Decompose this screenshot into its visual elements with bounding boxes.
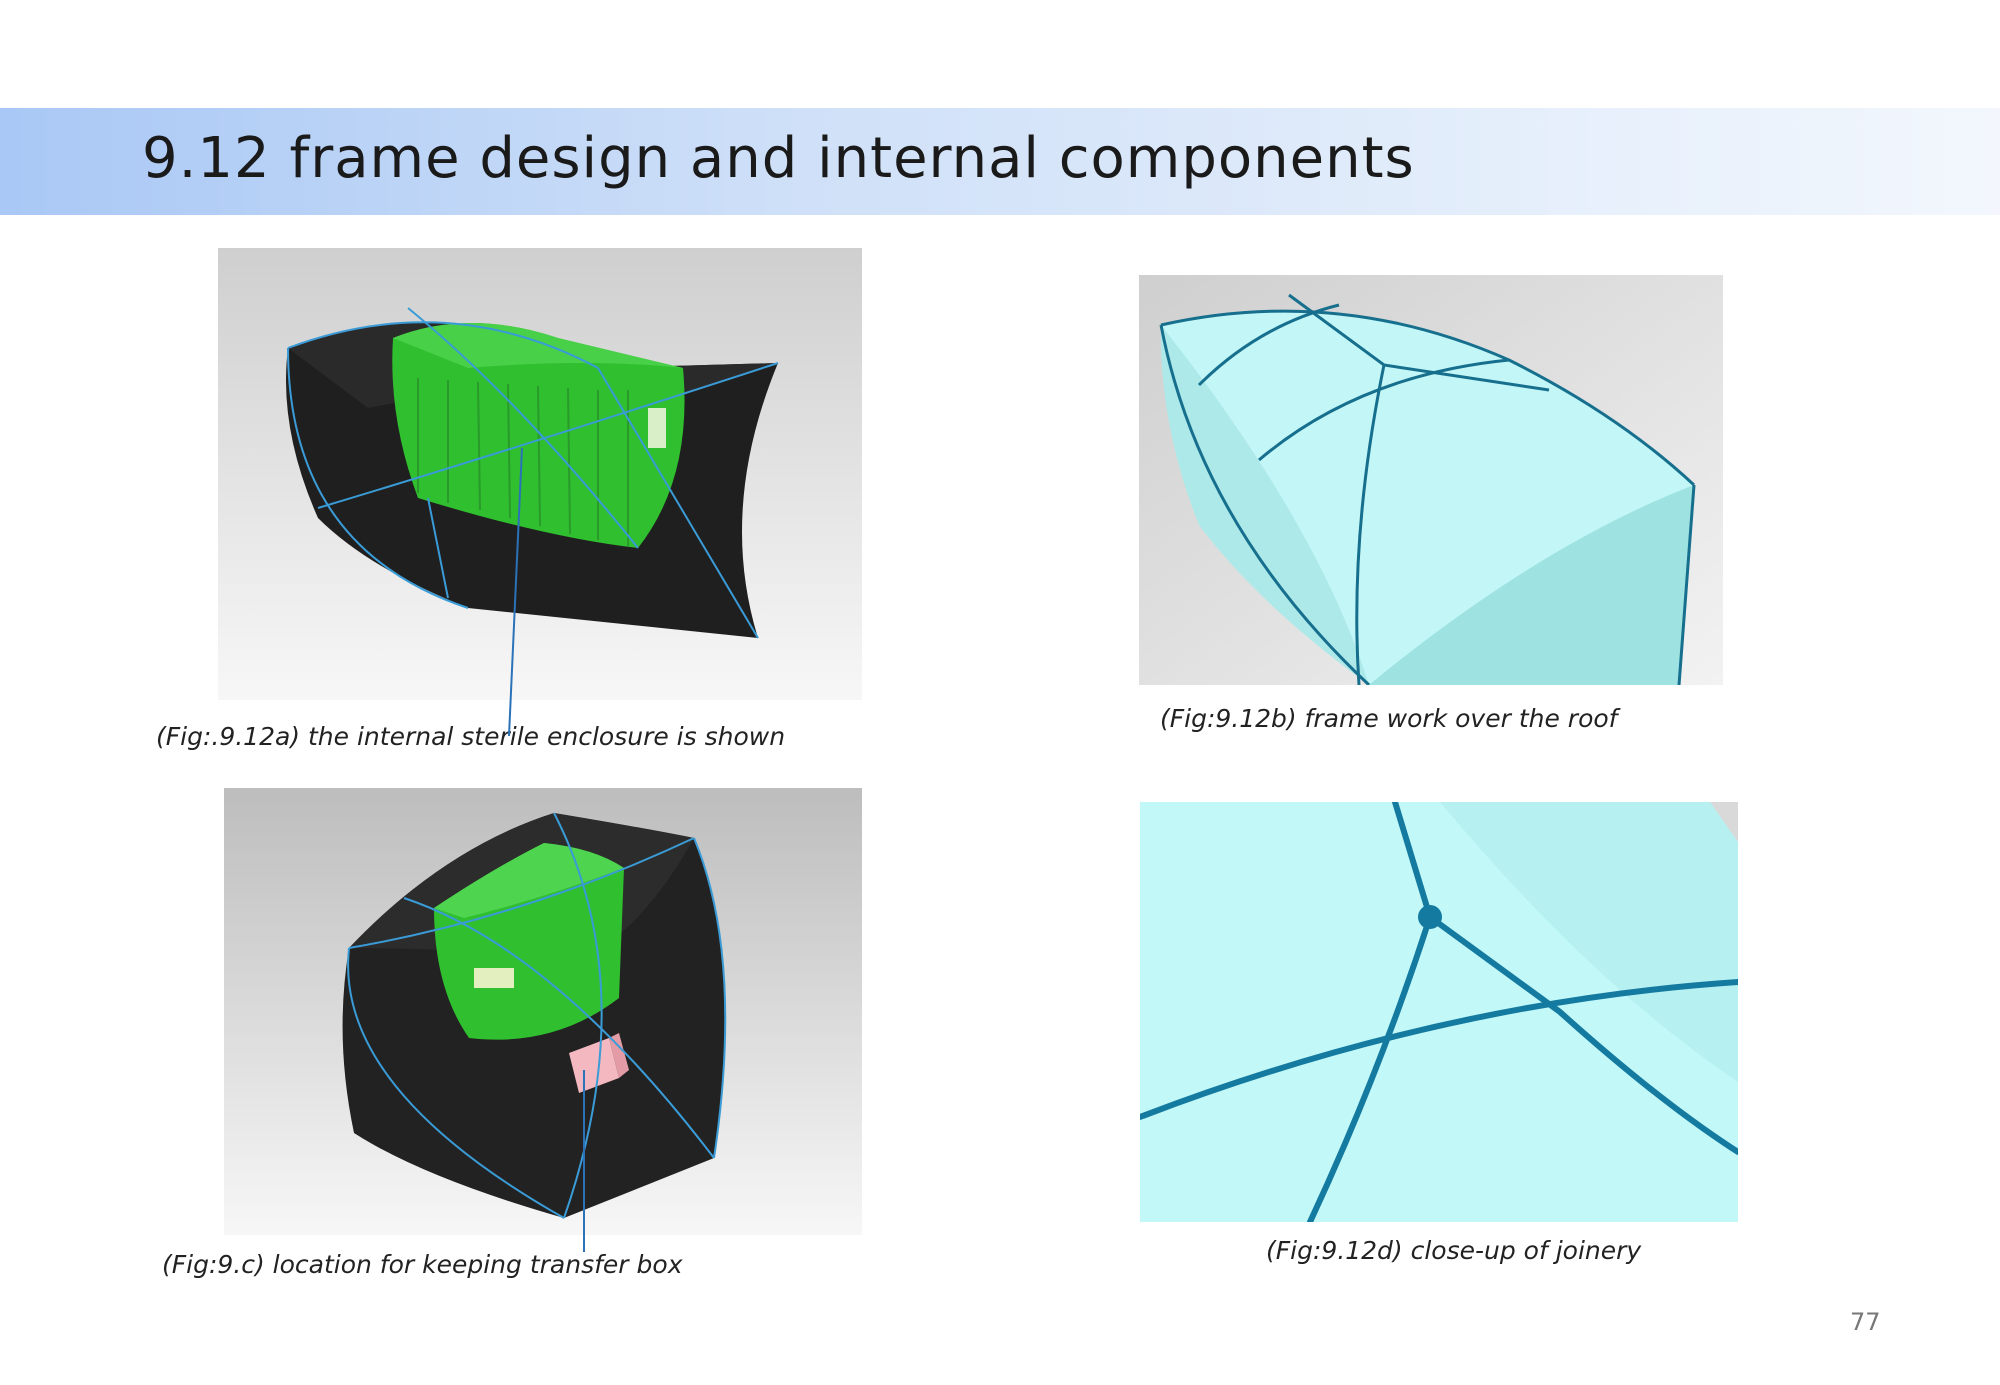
page-title: 9.12 frame design and internal component…: [142, 126, 1415, 191]
figure-9-12b-caption: (Fig:9.12b) frame work over the roof: [1160, 704, 1618, 733]
figure-9-12d-image: [1140, 802, 1738, 1222]
page-number: 77: [1850, 1308, 1881, 1336]
figure-9-12d-caption: (Fig:9.12d) close-up of joinery: [1266, 1236, 1642, 1265]
title-band: [0, 108, 2000, 215]
figure-9-12c-image: [224, 788, 862, 1235]
figure-9-12b-image: [1139, 275, 1723, 685]
figure-9-12c-caption: (Fig:9.c) location for keeping transfer …: [162, 1250, 683, 1279]
figure-9-12a-caption: (Fig:.9.12a) the internal sterile enclos…: [156, 722, 786, 751]
figure-9-12a-image: [218, 248, 862, 700]
